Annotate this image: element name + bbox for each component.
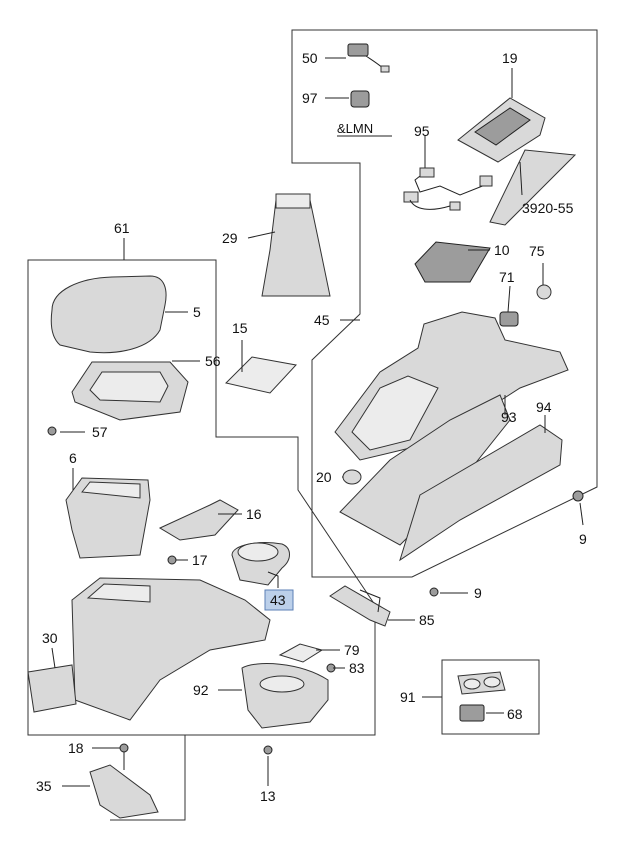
part-61-console-assembly[interactable] xyxy=(71,577,271,721)
label-6[interactable]: 6 xyxy=(69,450,77,466)
leader-lines xyxy=(51,57,584,787)
label-75[interactable]: 75 xyxy=(529,243,545,259)
label-50[interactable]: 50 xyxy=(302,50,318,66)
label-95[interactable]: 95 xyxy=(414,123,430,139)
part-97-switch[interactable] xyxy=(350,90,370,108)
label-17[interactable]: 17 xyxy=(192,552,208,568)
label-45[interactable]: 45 xyxy=(314,312,330,328)
part-57-screw[interactable] xyxy=(47,426,57,436)
part-9-screw-lower[interactable] xyxy=(429,587,439,597)
label-15[interactable]: 15 xyxy=(232,320,248,336)
label-18[interactable]: 18 xyxy=(68,740,84,756)
part-3920-55-trim[interactable] xyxy=(489,149,577,226)
label-93[interactable]: 93 xyxy=(501,409,517,425)
part-75-plug[interactable] xyxy=(536,284,552,300)
label-83[interactable]: 83 xyxy=(349,660,365,676)
group-box-91 xyxy=(441,659,540,735)
label-56[interactable]: 56 xyxy=(205,353,221,369)
label-85[interactable]: 85 xyxy=(419,612,435,628)
part-94-side-panel[interactable] xyxy=(399,424,563,562)
label-61[interactable]: 61 xyxy=(114,220,130,236)
part-10-pad[interactable] xyxy=(414,241,491,283)
part-91-switch-housing[interactable] xyxy=(457,671,506,695)
label-3920-55[interactable]: 3920-55 xyxy=(522,200,574,216)
label-13[interactable]: 13 xyxy=(260,788,276,804)
part-16-bracket[interactable] xyxy=(158,499,239,541)
part-45-console-upper[interactable] xyxy=(334,311,569,461)
part-15-sheet[interactable] xyxy=(225,356,297,394)
label-57[interactable]: 57 xyxy=(92,424,108,440)
highlight-43 xyxy=(264,589,294,611)
label-35[interactable]: 35 xyxy=(36,778,52,794)
part-5-armrest-lid[interactable] xyxy=(50,275,167,354)
label-5[interactable]: 5 xyxy=(193,304,201,320)
part-50-connector[interactable] xyxy=(347,43,390,73)
label-91[interactable]: 91 xyxy=(400,689,416,705)
part-71-socket[interactable] xyxy=(499,311,519,327)
part-9-screw-upper[interactable] xyxy=(572,490,584,502)
label-97[interactable]: 97 xyxy=(302,90,318,106)
part-79-sheet[interactable] xyxy=(278,643,324,663)
label-71[interactable]: 71 xyxy=(499,269,515,285)
part-85-bracket[interactable] xyxy=(329,585,391,627)
part-92-cup-tray[interactable] xyxy=(241,663,329,729)
part-95-wire-harness[interactable] xyxy=(403,148,493,211)
part-20-ring[interactable] xyxy=(342,469,362,485)
label-29[interactable]: 29 xyxy=(222,230,238,246)
part-17-screw[interactable] xyxy=(167,555,177,565)
label-10[interactable]: 10 xyxy=(494,242,510,258)
label-79[interactable]: 79 xyxy=(344,642,360,658)
part-68-switch[interactable] xyxy=(459,704,485,722)
part-19-shift-bezel[interactable] xyxy=(457,97,546,163)
label-9-lower[interactable]: 9 xyxy=(474,585,482,601)
label-19[interactable]: 19 xyxy=(502,50,518,66)
group-boundary-upper-right xyxy=(291,29,598,578)
label-9-upper[interactable]: 9 xyxy=(579,531,587,547)
part-30-panel[interactable] xyxy=(27,664,77,713)
label-43[interactable]: 43 xyxy=(270,592,286,608)
part-18-screw[interactable] xyxy=(119,743,129,753)
label-30[interactable]: 30 xyxy=(42,630,58,646)
label-lmn: &LMN xyxy=(337,121,373,136)
part-29-shift-boot[interactable] xyxy=(261,193,331,297)
label-92[interactable]: 92 xyxy=(193,682,209,698)
part-6-storage-bin[interactable] xyxy=(65,477,151,559)
part-43-cupholder[interactable] xyxy=(231,542,290,586)
label-94[interactable]: 94 xyxy=(536,399,552,415)
label-68[interactable]: 68 xyxy=(507,706,523,722)
part-13-screw[interactable] xyxy=(263,745,273,755)
part-35-clip[interactable] xyxy=(89,764,159,819)
group-boundary-lower xyxy=(110,734,186,821)
label-20[interactable]: 20 xyxy=(316,469,332,485)
label-16[interactable]: 16 xyxy=(246,506,262,522)
part-56-lid-frame[interactable] xyxy=(71,361,189,421)
